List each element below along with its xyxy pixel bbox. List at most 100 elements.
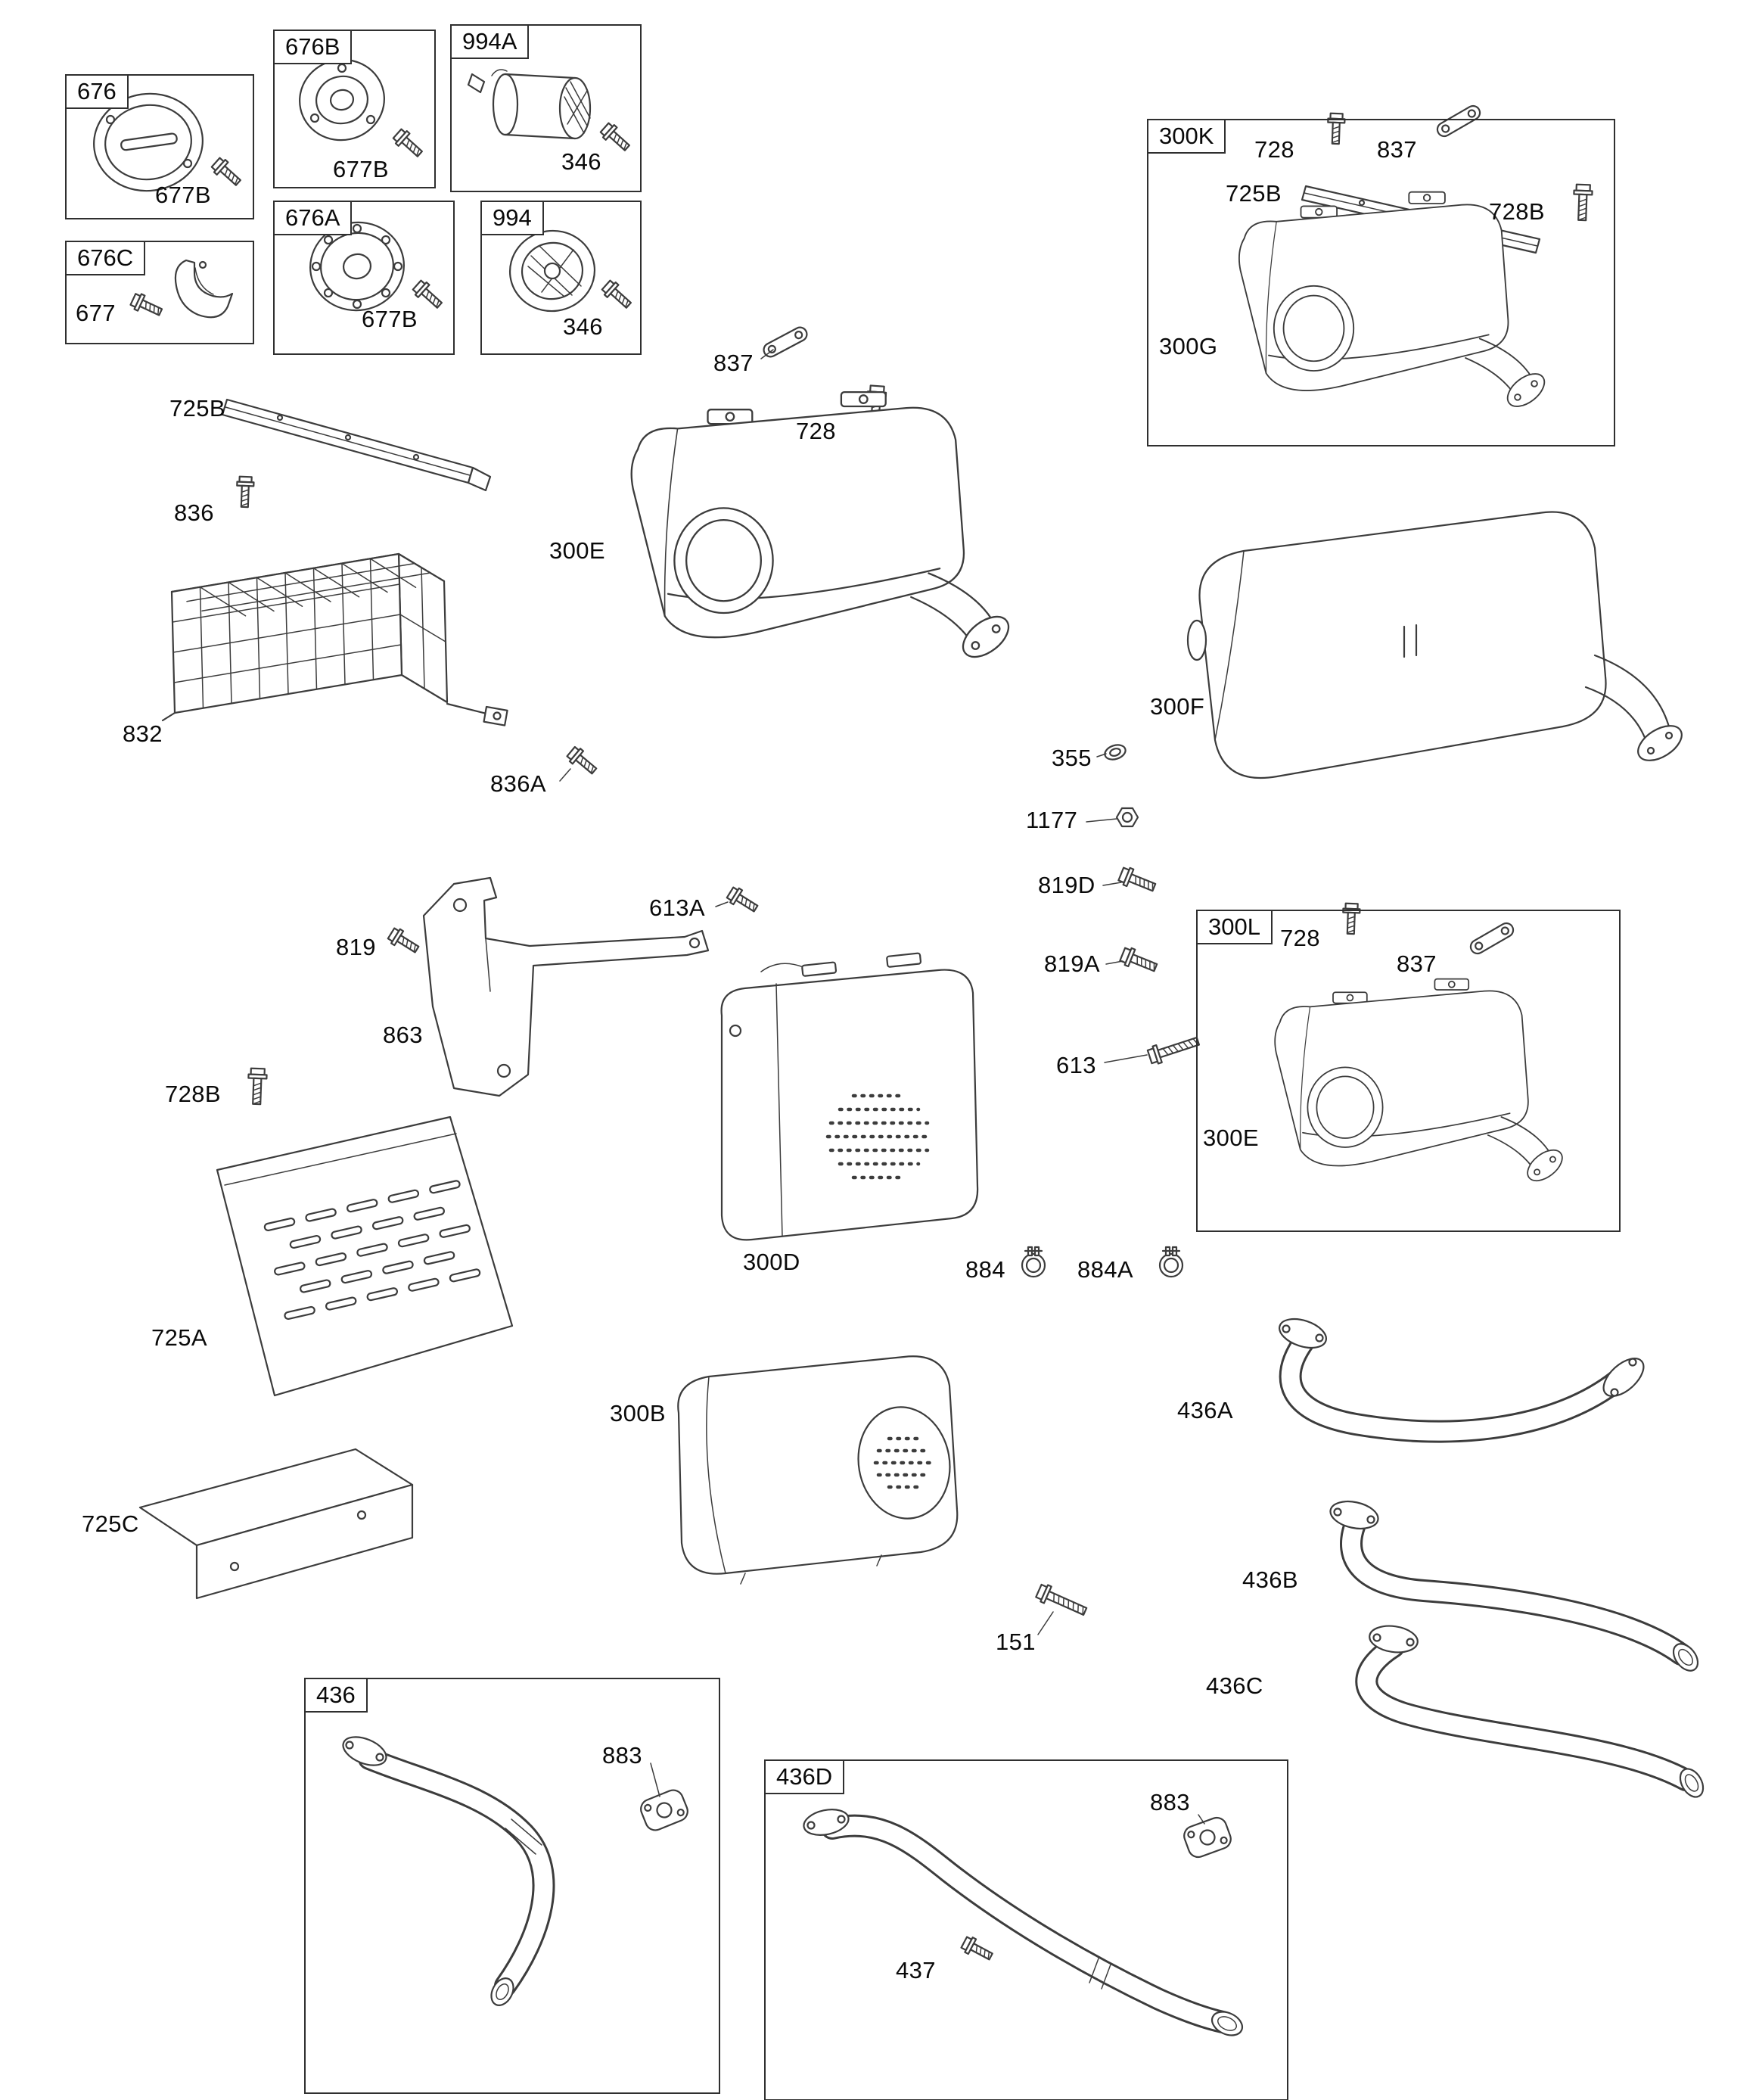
callout-label-676a: 676A bbox=[285, 204, 340, 231]
callout-label-994: 994 bbox=[493, 204, 532, 231]
part-bracket-863 bbox=[422, 876, 710, 1097]
part-label-300f: 300F bbox=[1150, 693, 1205, 720]
part-label-151: 151 bbox=[996, 1629, 1036, 1655]
part-screw-819 bbox=[386, 925, 422, 958]
part-label-677b-676: 677B bbox=[155, 182, 211, 208]
part-flange-676b bbox=[299, 58, 385, 142]
part-label-300b: 300B bbox=[610, 1400, 666, 1426]
callout-tag-436: 436 bbox=[304, 1678, 368, 1713]
part-label-837-center: 837 bbox=[713, 350, 754, 376]
part-label-725c: 725C bbox=[82, 1510, 139, 1537]
callout-label-994a: 994A bbox=[462, 28, 517, 54]
part-label-728b-left: 728B bbox=[165, 1081, 221, 1107]
part-elbow-676c bbox=[174, 259, 234, 319]
part-label-300g: 300G bbox=[1159, 333, 1218, 359]
part-clamp-884a bbox=[1158, 1246, 1184, 1278]
part-label-436c: 436C bbox=[1206, 1672, 1263, 1699]
part-label-837-300l: 837 bbox=[1397, 950, 1437, 977]
callout-box-676a: 676A bbox=[273, 201, 455, 355]
callout-tag-676c: 676C bbox=[65, 241, 146, 275]
part-bolt-728b-left bbox=[247, 1067, 268, 1106]
part-muffler-300b bbox=[677, 1355, 959, 1585]
callout-label-300k: 300K bbox=[1159, 123, 1214, 149]
part-label-836: 836 bbox=[174, 499, 214, 526]
part-label-300d: 300D bbox=[743, 1249, 800, 1275]
part-muffler-300d bbox=[720, 952, 979, 1241]
part-bolt-151 bbox=[1033, 1582, 1090, 1621]
part-label-837-300k: 837 bbox=[1377, 136, 1417, 163]
part-bolt-819a bbox=[1118, 944, 1160, 977]
part-bolt-613 bbox=[1145, 1031, 1202, 1067]
callout-tag-994a: 994A bbox=[450, 24, 530, 59]
part-label-300e-center: 300E bbox=[549, 537, 605, 564]
part-label-436a: 436A bbox=[1177, 1397, 1233, 1423]
part-shield-725b-left bbox=[221, 398, 492, 492]
part-washer-355 bbox=[1102, 742, 1129, 763]
part-bolt-819d bbox=[1117, 864, 1158, 897]
part-pipe-436d bbox=[803, 1809, 1244, 2036]
part-nut-1177 bbox=[1115, 807, 1139, 828]
part-screw-836a bbox=[564, 744, 601, 779]
part-label-728-300l: 728 bbox=[1280, 925, 1320, 951]
part-label-819a: 819A bbox=[1044, 950, 1100, 977]
callout-tag-300l: 300L bbox=[1196, 910, 1273, 944]
part-screen-994 bbox=[508, 229, 596, 313]
part-label-677b-676b: 677B bbox=[333, 156, 389, 182]
leader-lines bbox=[559, 349, 1205, 1825]
callout-tag-994: 994 bbox=[480, 201, 544, 235]
part-label-613: 613 bbox=[1056, 1052, 1096, 1078]
part-label-355: 355 bbox=[1052, 745, 1092, 771]
part-heat-shield-725a bbox=[216, 1115, 514, 1397]
part-screw-613a bbox=[725, 884, 761, 917]
callout-box-994: 994 bbox=[480, 201, 642, 355]
callout-tag-676b: 676B bbox=[273, 30, 353, 64]
part-label-832: 832 bbox=[123, 720, 163, 747]
part-label-1177: 1177 bbox=[1026, 807, 1078, 833]
part-screw-836 bbox=[235, 475, 255, 509]
part-deflector-676 bbox=[93, 92, 204, 192]
part-label-883-436: 883 bbox=[602, 1742, 642, 1769]
part-label-346-994: 346 bbox=[563, 313, 603, 340]
part-clamp-884 bbox=[1021, 1246, 1046, 1278]
part-pipe-436a bbox=[1279, 1318, 1645, 1443]
part-label-728-300k: 728 bbox=[1254, 136, 1294, 163]
callout-box-300k: 300K bbox=[1147, 119, 1615, 446]
callout-box-676b: 676B bbox=[273, 30, 436, 188]
part-label-819: 819 bbox=[336, 934, 376, 960]
part-label-884: 884 bbox=[965, 1256, 1005, 1283]
callout-box-436: 436 bbox=[304, 1678, 720, 2094]
part-label-819d: 819D bbox=[1038, 872, 1095, 898]
callout-box-676: 676 bbox=[65, 74, 254, 219]
part-label-677: 677 bbox=[76, 300, 116, 326]
part-label-725b-left: 725B bbox=[169, 395, 225, 422]
part-pipe-436c bbox=[1355, 1625, 1705, 1798]
part-label-728-center: 728 bbox=[796, 418, 836, 444]
callout-box-676c: 676C bbox=[65, 241, 254, 344]
part-pipe-436 bbox=[342, 1736, 555, 2006]
callout-label-676: 676 bbox=[77, 78, 117, 104]
callout-label-676c: 676C bbox=[77, 244, 134, 271]
part-link-837-center bbox=[760, 324, 810, 360]
part-label-436b: 436B bbox=[1242, 1566, 1298, 1593]
part-label-836a: 836A bbox=[490, 770, 546, 797]
callout-box-300l: 300L bbox=[1196, 910, 1621, 1232]
callout-tag-676: 676 bbox=[65, 74, 129, 109]
callout-tag-676a: 676A bbox=[273, 201, 353, 235]
part-pipe-436b bbox=[1329, 1500, 1699, 1672]
part-label-300e-300l: 300E bbox=[1203, 1125, 1259, 1151]
part-label-725a: 725A bbox=[151, 1324, 207, 1351]
part-label-863: 863 bbox=[383, 1022, 423, 1048]
part-label-677b-676a: 677B bbox=[362, 306, 418, 332]
callout-label-300l: 300L bbox=[1208, 913, 1260, 940]
part-label-346-994a: 346 bbox=[561, 148, 601, 175]
part-label-728b-300k: 728B bbox=[1489, 198, 1545, 225]
part-label-725b-300k: 725B bbox=[1226, 180, 1282, 207]
part-label-437: 437 bbox=[896, 1957, 936, 1983]
callout-box-436d: 436D bbox=[764, 1759, 1288, 2100]
callout-label-436d: 436D bbox=[776, 1763, 833, 1790]
callout-label-676b: 676B bbox=[285, 33, 340, 60]
part-guard-cage-832 bbox=[161, 552, 508, 726]
part-label-613a: 613A bbox=[649, 894, 705, 921]
